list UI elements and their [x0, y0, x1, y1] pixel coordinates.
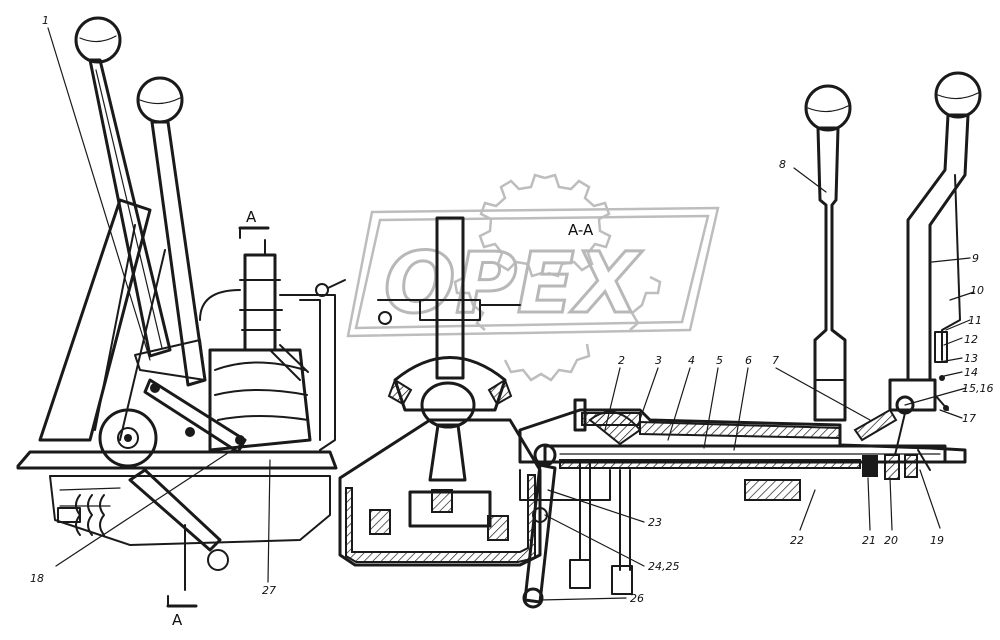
leader-lines	[47, 27, 975, 601]
callout-22: 22	[790, 534, 804, 547]
nut-21	[862, 455, 878, 477]
left-pivot-wheel	[98, 408, 158, 468]
callout-12: 12	[964, 333, 978, 346]
watermark-logo: OPEX	[346, 173, 720, 382]
callout-4: 4	[688, 354, 695, 367]
callout-20: 20	[884, 534, 898, 547]
callout-15-16: 15,16	[962, 382, 994, 395]
gear-selector	[588, 411, 642, 446]
callout-labels: 1 2 3 4 5 6 7 8 9 10 11 12 13 14 15,16 1…	[30, 14, 994, 605]
callout-26: 26	[630, 592, 644, 605]
svg-text:A: A	[246, 208, 257, 226]
left-assembly	[16, 16, 346, 591]
callout-10: 10	[970, 284, 984, 297]
push-rods	[579, 459, 631, 571]
side-bracket	[279, 294, 336, 451]
left-base-plate	[16, 450, 338, 470]
shift-rod	[543, 444, 947, 464]
callout-7: 7	[772, 354, 779, 367]
callout-24-25: 24,25	[648, 560, 680, 573]
callout-6: 6	[745, 354, 752, 367]
section-a-a: A-A	[338, 216, 594, 567]
callout-21: 21	[862, 534, 876, 547]
left-stand	[38, 198, 152, 442]
housing-wall-section	[345, 474, 536, 563]
callout-11: 11	[968, 314, 982, 327]
lever-1	[74, 16, 172, 358]
center-ball-joint	[420, 381, 476, 429]
callout-9: 9	[972, 252, 979, 265]
lever-8-knob	[804, 84, 852, 132]
svg-text:A: A	[172, 611, 183, 629]
callout-5: 5	[716, 354, 723, 367]
lower-fork	[128, 468, 222, 552]
watermark-text: OPEX	[384, 234, 643, 332]
callout-1: 1	[42, 14, 49, 27]
lever-1-knob	[74, 16, 122, 64]
callout-18: 18	[30, 572, 44, 585]
section-mark-bottom: A	[166, 595, 198, 629]
left-clamp	[134, 339, 206, 381]
section-title: A-A	[568, 221, 594, 239]
gear-housing	[208, 348, 312, 452]
section-mark-top: A	[238, 208, 270, 239]
watermark-frame	[346, 206, 720, 338]
nut-20	[884, 454, 900, 480]
callout-23: 23	[648, 516, 662, 529]
callout-8: 8	[779, 158, 786, 171]
left-bolt-head	[57, 507, 81, 523]
right-assembly	[518, 71, 982, 609]
lever-8	[804, 84, 852, 422]
callout-17: 17	[962, 412, 976, 425]
callout-14: 14	[964, 366, 978, 379]
left-link-arm	[143, 378, 247, 454]
center-housing	[338, 418, 542, 567]
center-shaft	[435, 216, 465, 380]
lever-9-knob	[934, 71, 982, 119]
lever-7	[853, 408, 898, 442]
callout-19: 19	[930, 534, 944, 547]
callout-3: 3	[655, 354, 662, 367]
callout-13: 13	[964, 352, 978, 365]
vertical-shaft	[243, 253, 277, 352]
left-housing	[49, 475, 331, 546]
callout-2: 2	[618, 354, 625, 367]
lever-9-guide	[941, 174, 961, 361]
callout-27: 27	[262, 584, 276, 597]
lever-9	[853, 71, 982, 456]
